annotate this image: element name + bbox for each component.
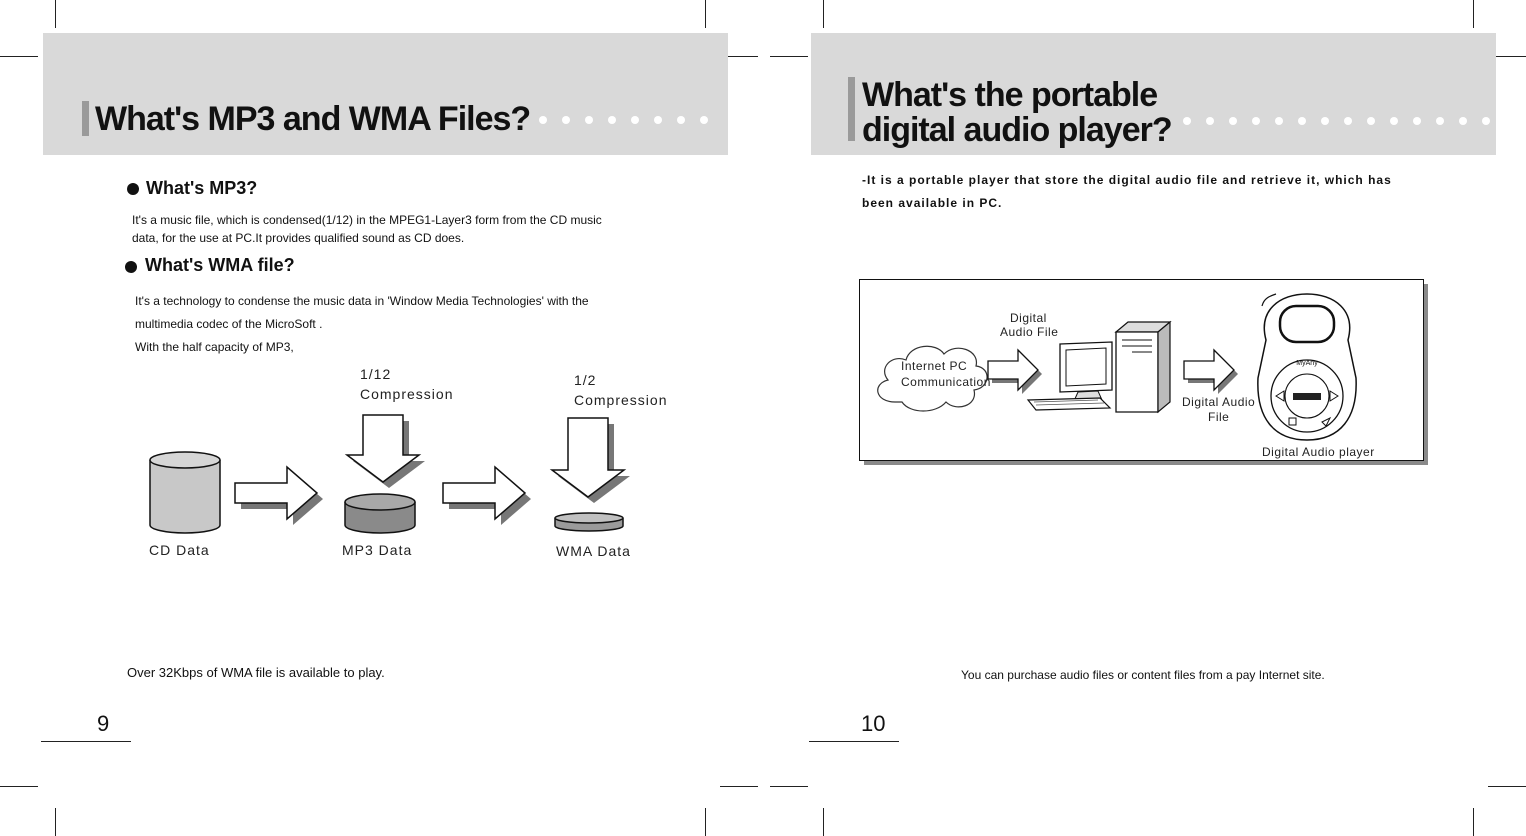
right-title-bar xyxy=(848,77,855,141)
wma-text-line-3: With the half capacity of MP3, xyxy=(135,340,294,354)
keyboard-icon xyxy=(1026,397,1112,411)
page-number: 9 xyxy=(97,711,110,736)
compression-word-1: Compression xyxy=(360,386,454,402)
arrow-down-icon xyxy=(344,414,425,488)
cloud-label-line-1: Internet PC xyxy=(901,359,968,373)
pc-transfer-diagram: MyAny xyxy=(877,293,1357,441)
compression-diagram xyxy=(149,414,630,534)
cd-data-cylinder-icon xyxy=(149,451,221,534)
mp3-data-label: MP3 Data xyxy=(342,542,413,558)
title-dots xyxy=(539,116,708,124)
arrow-right-icon xyxy=(234,465,323,525)
intro-line-1: -It is a portable player that store the … xyxy=(862,173,1392,187)
digital-audio-file-b-line-2: File xyxy=(1208,410,1230,424)
digital-audio-file-label-line-2: Audio File xyxy=(1000,325,1059,339)
cloud-icon xyxy=(877,345,988,412)
page-number-rule xyxy=(809,741,899,742)
mp3-text-line-2: data, for the use at PC.It provides qual… xyxy=(132,231,465,245)
page-title-line-1: What's the portable xyxy=(862,76,1158,114)
arrow-right-icon xyxy=(442,465,531,525)
compression-ratio-2: 1/2 xyxy=(574,372,597,388)
right-header-band xyxy=(811,33,1496,155)
arrow-right-icon xyxy=(1183,348,1238,394)
cd-data-label: CD Data xyxy=(149,542,210,558)
digital-audio-player-icon: MyAny xyxy=(1257,293,1357,441)
wma-data-disc-icon xyxy=(554,512,624,532)
digital-audio-file-b-line-1: Digital Audio xyxy=(1182,395,1256,409)
page-title-line-2: digital audio player? xyxy=(862,111,1173,149)
compression-word-2: Compression xyxy=(574,392,668,408)
computer-monitor-icon xyxy=(1059,341,1113,402)
player-brand-logo: MyAny xyxy=(1296,360,1318,367)
left-title-bar xyxy=(82,101,89,136)
left-header-band xyxy=(43,33,728,155)
computer-tower-icon xyxy=(1114,320,1172,414)
digital-audio-file-label-line-1: Digital xyxy=(1010,311,1047,325)
arrow-down-icon xyxy=(549,417,630,503)
wma-data-label: WMA Data xyxy=(556,543,631,559)
mp3-heading: What's MP3? xyxy=(146,178,258,198)
left-footnote: Over 32Kbps of WMA file is available to … xyxy=(127,665,385,680)
digital-audio-player-label: Digital Audio player xyxy=(1262,445,1375,459)
wma-text-line-2: multimedia codec of the MicroSoft . xyxy=(135,317,323,331)
bullet-icon xyxy=(125,261,137,273)
page-number: 10 xyxy=(861,711,886,736)
page-title: What's MP3 and WMA Files? xyxy=(95,100,531,138)
page-number-rule xyxy=(41,741,131,742)
title-dots xyxy=(1183,117,1490,125)
mp3-text-line-1: It's a music file, which is condensed(1/… xyxy=(132,213,602,227)
mp3-data-cylinder-icon xyxy=(344,493,416,534)
right-footnote: You can purchase audio files or content … xyxy=(961,668,1325,682)
cloud-label-line-2: Communication xyxy=(901,375,991,389)
bullet-icon xyxy=(127,183,139,195)
wma-heading: What's WMA file? xyxy=(145,255,295,275)
wma-text-line-1: It's a technology to condense the music … xyxy=(135,294,589,308)
arrow-right-icon xyxy=(987,348,1042,394)
compression-ratio-1: 1/12 xyxy=(360,366,392,382)
intro-line-2: been available in PC. xyxy=(862,196,1003,210)
